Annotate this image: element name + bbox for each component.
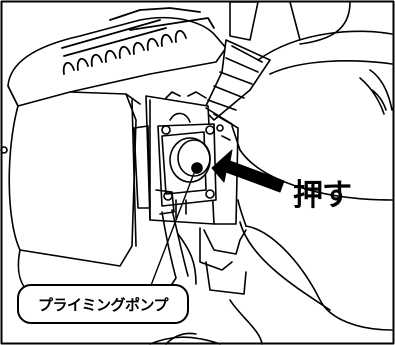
engine-cover — [0, 7, 227, 267]
priming-pump — [155, 112, 217, 219]
push-instruction: 押す — [293, 178, 352, 213]
fuel-tank — [231, 1, 393, 331]
handle-tube — [203, 1, 271, 121]
leader-line — [149, 167, 197, 289]
push-arrow — [211, 149, 285, 193]
priming-pump-label: プライミングポンプ — [17, 284, 189, 324]
fuel-hoses — [161, 209, 197, 291]
